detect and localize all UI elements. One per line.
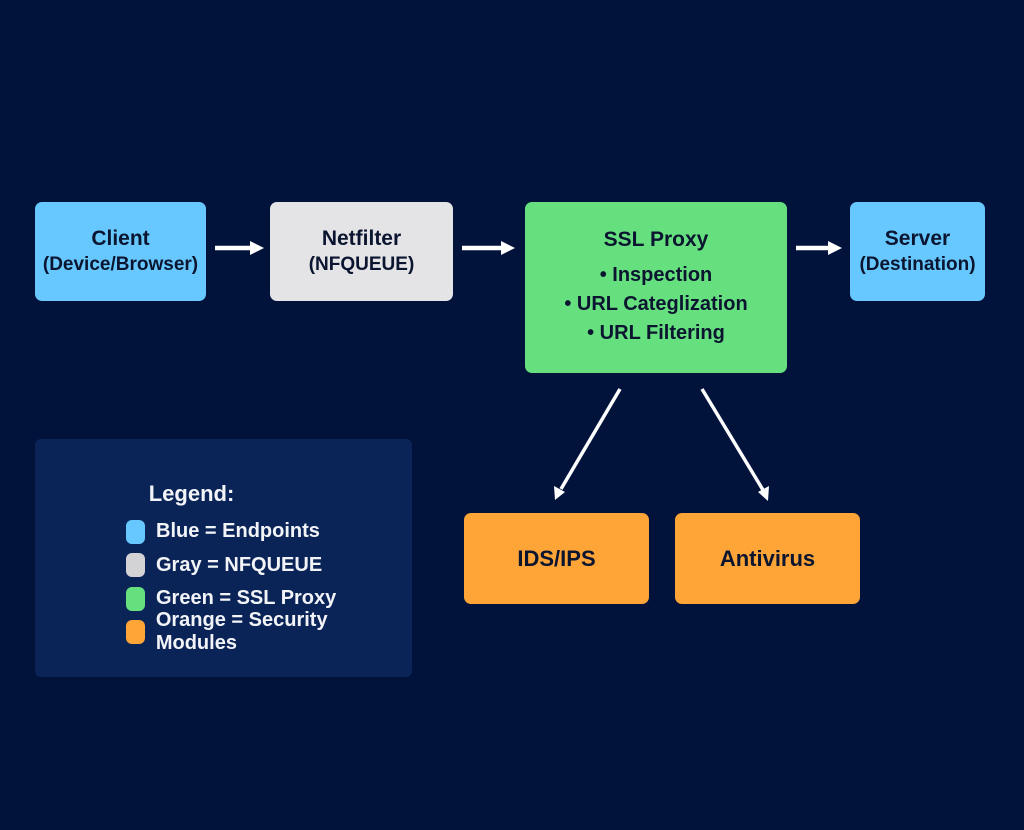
legend-label-blue: Blue = Endpoints [156, 520, 320, 543]
legend-item-gray: Gray = NFQUEUE [126, 549, 412, 583]
node-ids-ips: IDS/IPS [464, 513, 649, 604]
node-server-title: Server [884, 226, 951, 250]
ssl-proxy-bullet-inspection: • Inspection [599, 264, 713, 286]
arrow-ssl-proxy-to-antivirus [700, 388, 769, 501]
arrow-client-to-netfilter [215, 241, 264, 255]
legend-swatch-green [126, 586, 145, 611]
legend-item-green: Green = SSL Proxy [126, 582, 412, 616]
node-ids-ips-title: IDS/IPS [517, 545, 596, 571]
node-client-title: Client [91, 226, 150, 250]
legend-title: Legend: [148, 481, 235, 506]
legend-items: Blue = Endpoints Gray = NFQUEUE Green = … [126, 515, 412, 654]
arrow-netfilter-to-ssl-proxy [462, 241, 515, 255]
node-netfilter-subtitle: (NFQUEUE) [308, 253, 415, 275]
node-netfilter: Netfilter (NFQUEUE) [270, 202, 453, 301]
legend-label-gray: Gray = NFQUEUE [156, 553, 323, 576]
node-server: Server (Destination) [850, 202, 985, 301]
legend-label-orange: Orange = Security Modules [155, 609, 328, 655]
node-ssl-proxy: SSL Proxy • Inspection • URL Categlizati… [525, 202, 787, 373]
arrow-ssl-proxy-to-server [796, 241, 842, 255]
node-netfilter-title: Netfilter [321, 226, 402, 250]
node-client: Client (Device/Browser) [35, 202, 206, 301]
node-client-subtitle: (Device/Browser) [42, 253, 199, 275]
legend-swatch-blue [126, 519, 145, 544]
ssl-proxy-bullet-url-categorization: • URL Categlization [564, 293, 748, 315]
legend-label-green: Green = SSL Proxy [156, 587, 337, 610]
arrow-ssl-proxy-to-ids-ips [554, 388, 622, 500]
ssl-proxy-bullet-url-filtering: • URL Filtering [587, 322, 725, 344]
legend-swatch-orange [126, 620, 145, 645]
node-antivirus-title: Antivirus [719, 545, 816, 571]
node-antivirus: Antivirus [675, 513, 860, 604]
node-ssl-proxy-title: SSL Proxy [603, 228, 709, 251]
node-server-subtitle: (Destination) [859, 253, 976, 275]
legend-item-orange: Orange = Security Modules [126, 609, 412, 654]
legend-panel: Legend: Blue = Endpoints Gray = NFQUEUE … [35, 439, 412, 677]
legend-swatch-gray [126, 553, 145, 578]
legend-item-blue: Blue = Endpoints [126, 515, 412, 549]
